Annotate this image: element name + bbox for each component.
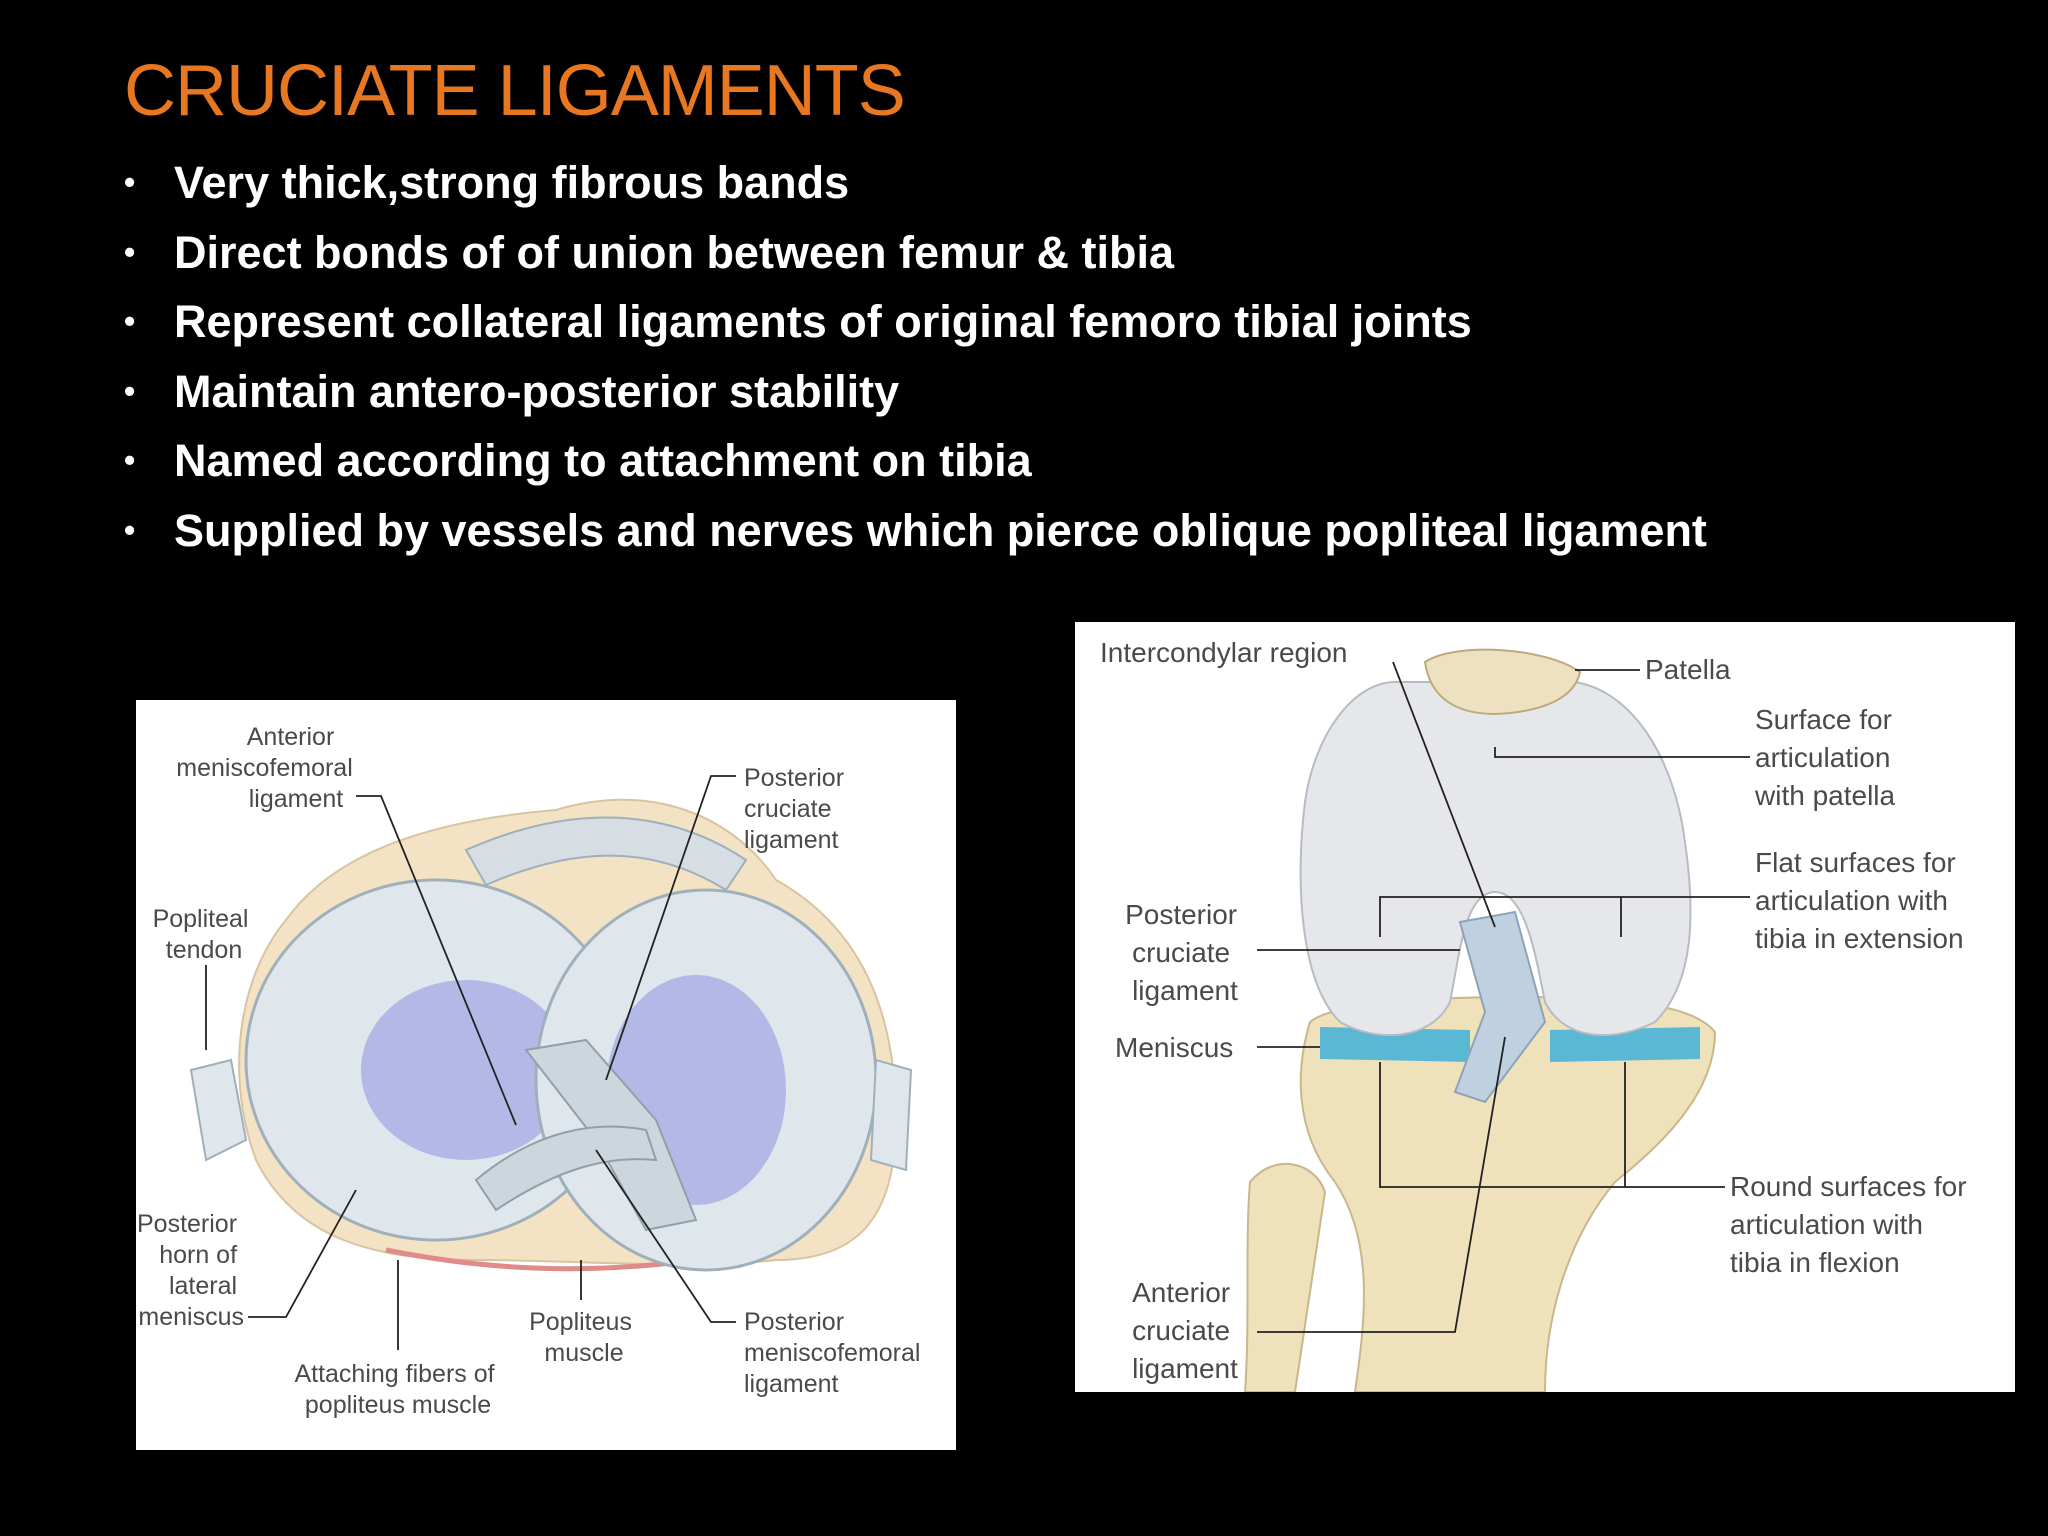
leader-line [605,775,736,1081]
knee-joint-figure: Intercondylar region Patella Surface for… [1075,622,2015,1392]
slide-title: CRUCIATE LIGAMENTS [124,51,906,131]
label-popliteal-tendon: Popliteal tendon [153,905,256,964]
bullet-item: • Represent collateral ligaments of origi… [124,287,2004,357]
bullet-item: • Direct bonds of of union between femur … [124,218,2004,288]
label-anterior-cruciate: Anterior cruciate ligament [1132,1277,1238,1384]
label-popliteus-muscle: Popliteus muscle [529,1308,639,1367]
tibial-plateau-figure: Anterior meniscofemoral ligament Posteri… [136,700,956,1450]
label-patella: Patella [1645,654,1731,685]
bullet-text: Maintain antero-posterior stability [174,365,900,417]
bullet-item: • Very thick,strong fibrous bands [124,148,2004,218]
label-posterior-cruciate: Posterior cruciate ligament [1125,899,1245,1006]
medial-ligament-shape [869,1058,913,1172]
bullet-text: Very thick,strong fibrous bands [174,157,850,208]
leader-line [1379,896,1750,937]
leader-line [248,1189,357,1318]
label-surface-patella: Surface for articulation with patella [1754,704,1900,811]
bullet-item: • Named according to attachment on tibia [124,426,2004,496]
label-anterior-meniscofemoral: Anterior meniscofemoral ligament [176,723,359,813]
bullet-dot: • [124,233,136,270]
meniscus-band [1320,1027,1470,1062]
lateral-condyle-surface [361,980,571,1160]
tibial-plateau-illustration: Anterior meniscofemoral ligament Posteri… [137,723,927,1419]
bullet-item: • Supplied by vessels and nerves which pi… [124,496,2004,566]
leader-line [356,795,517,1126]
bullet-text: Represent collateral ligaments of origin… [174,296,1472,347]
bullet-dot: • [124,511,136,548]
leader-line [1257,1036,1506,1333]
leader-line [1494,747,1750,758]
popliteus-muscle-edge [385,1247,697,1272]
bullet-item: • Maintain antero-posterior stability [124,357,2004,427]
label-attaching-fibers: Attaching fibers of popliteus muscle [294,1360,501,1419]
cruciate-ligaments-shape [1453,910,1547,1104]
meniscus-band [1550,1027,1700,1062]
label-posterior-horn-lateral-meniscus: Posterior horn of lateral meniscus [137,1210,244,1331]
fibula-shape [1243,1163,1327,1392]
bullet-dot: • [124,164,136,200]
label-flat-surfaces: Flat surfaces for articulation with tibi… [1755,847,1964,954]
bullet-list: • Very thick,strong fibrous bands • Direct… [124,148,2004,565]
meniscofemoral-ligament-band [474,1125,658,1212]
femur-shape [1299,681,1692,1037]
knee-joint-illustration: Intercondylar region Patella Surface for… [1100,637,1974,1392]
anterior-ligament-band [464,816,748,892]
label-meniscus: Meniscus [1115,1032,1233,1063]
patella-shape [1423,648,1582,716]
label-posterior-meniscofemoral: Posterior meniscofemoral ligament [744,1308,927,1398]
label-round-surfaces: Round surfaces for articulation with tib… [1730,1171,1974,1278]
label-posterior-cruciate: Posterior cruciate ligament [744,764,851,854]
leader-line [1392,661,1496,928]
bullet-dot: • [124,303,136,339]
bullet-text: Supplied by vessels and nerves which pie… [174,504,1707,556]
leader-line [1379,1062,1725,1188]
label-intercondylar-region: Intercondylar region [1100,637,1347,668]
bullet-text: Direct bonds of of union between femur &… [174,226,1175,278]
bullet-dot: • [124,442,136,478]
leader-line [595,1149,736,1323]
bullet-text: Named according to attachment on tibia [174,435,1032,486]
bullet-dot: • [124,372,136,409]
popliteal-tendon-shape [189,1058,248,1162]
